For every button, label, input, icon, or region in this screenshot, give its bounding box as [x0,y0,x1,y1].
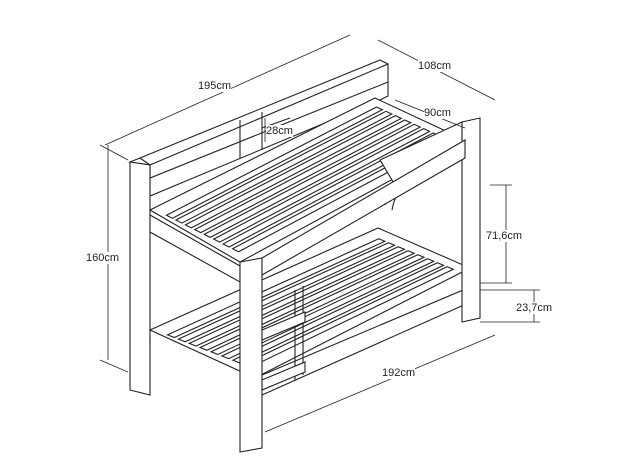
ladder [261,286,306,391]
slat [165,106,384,219]
dimension-total-height: 160cm [86,252,120,264]
slat [174,110,394,224]
front-post [239,139,466,453]
slat [193,119,413,234]
dimension-total-depth: 108cm [418,60,452,72]
dimension-mattress-length: 192cm [382,367,416,379]
slat [166,238,387,339]
back-left-post [129,161,151,396]
upper-bunk [148,97,467,283]
dimension-bunk-gap: 71,6cm [486,230,523,242]
slat [212,128,431,243]
dimension-shelf-depth: 28cm [266,125,293,137]
slat [184,115,403,229]
upper-slats [165,106,450,253]
slat [176,242,397,343]
dimension-inner-width: 90cm [424,107,451,119]
slat [203,123,422,239]
dimension-total-length: 195cm [198,80,232,92]
slat [231,262,445,364]
dimension-floor-clearance: 23,7cm [516,302,553,314]
